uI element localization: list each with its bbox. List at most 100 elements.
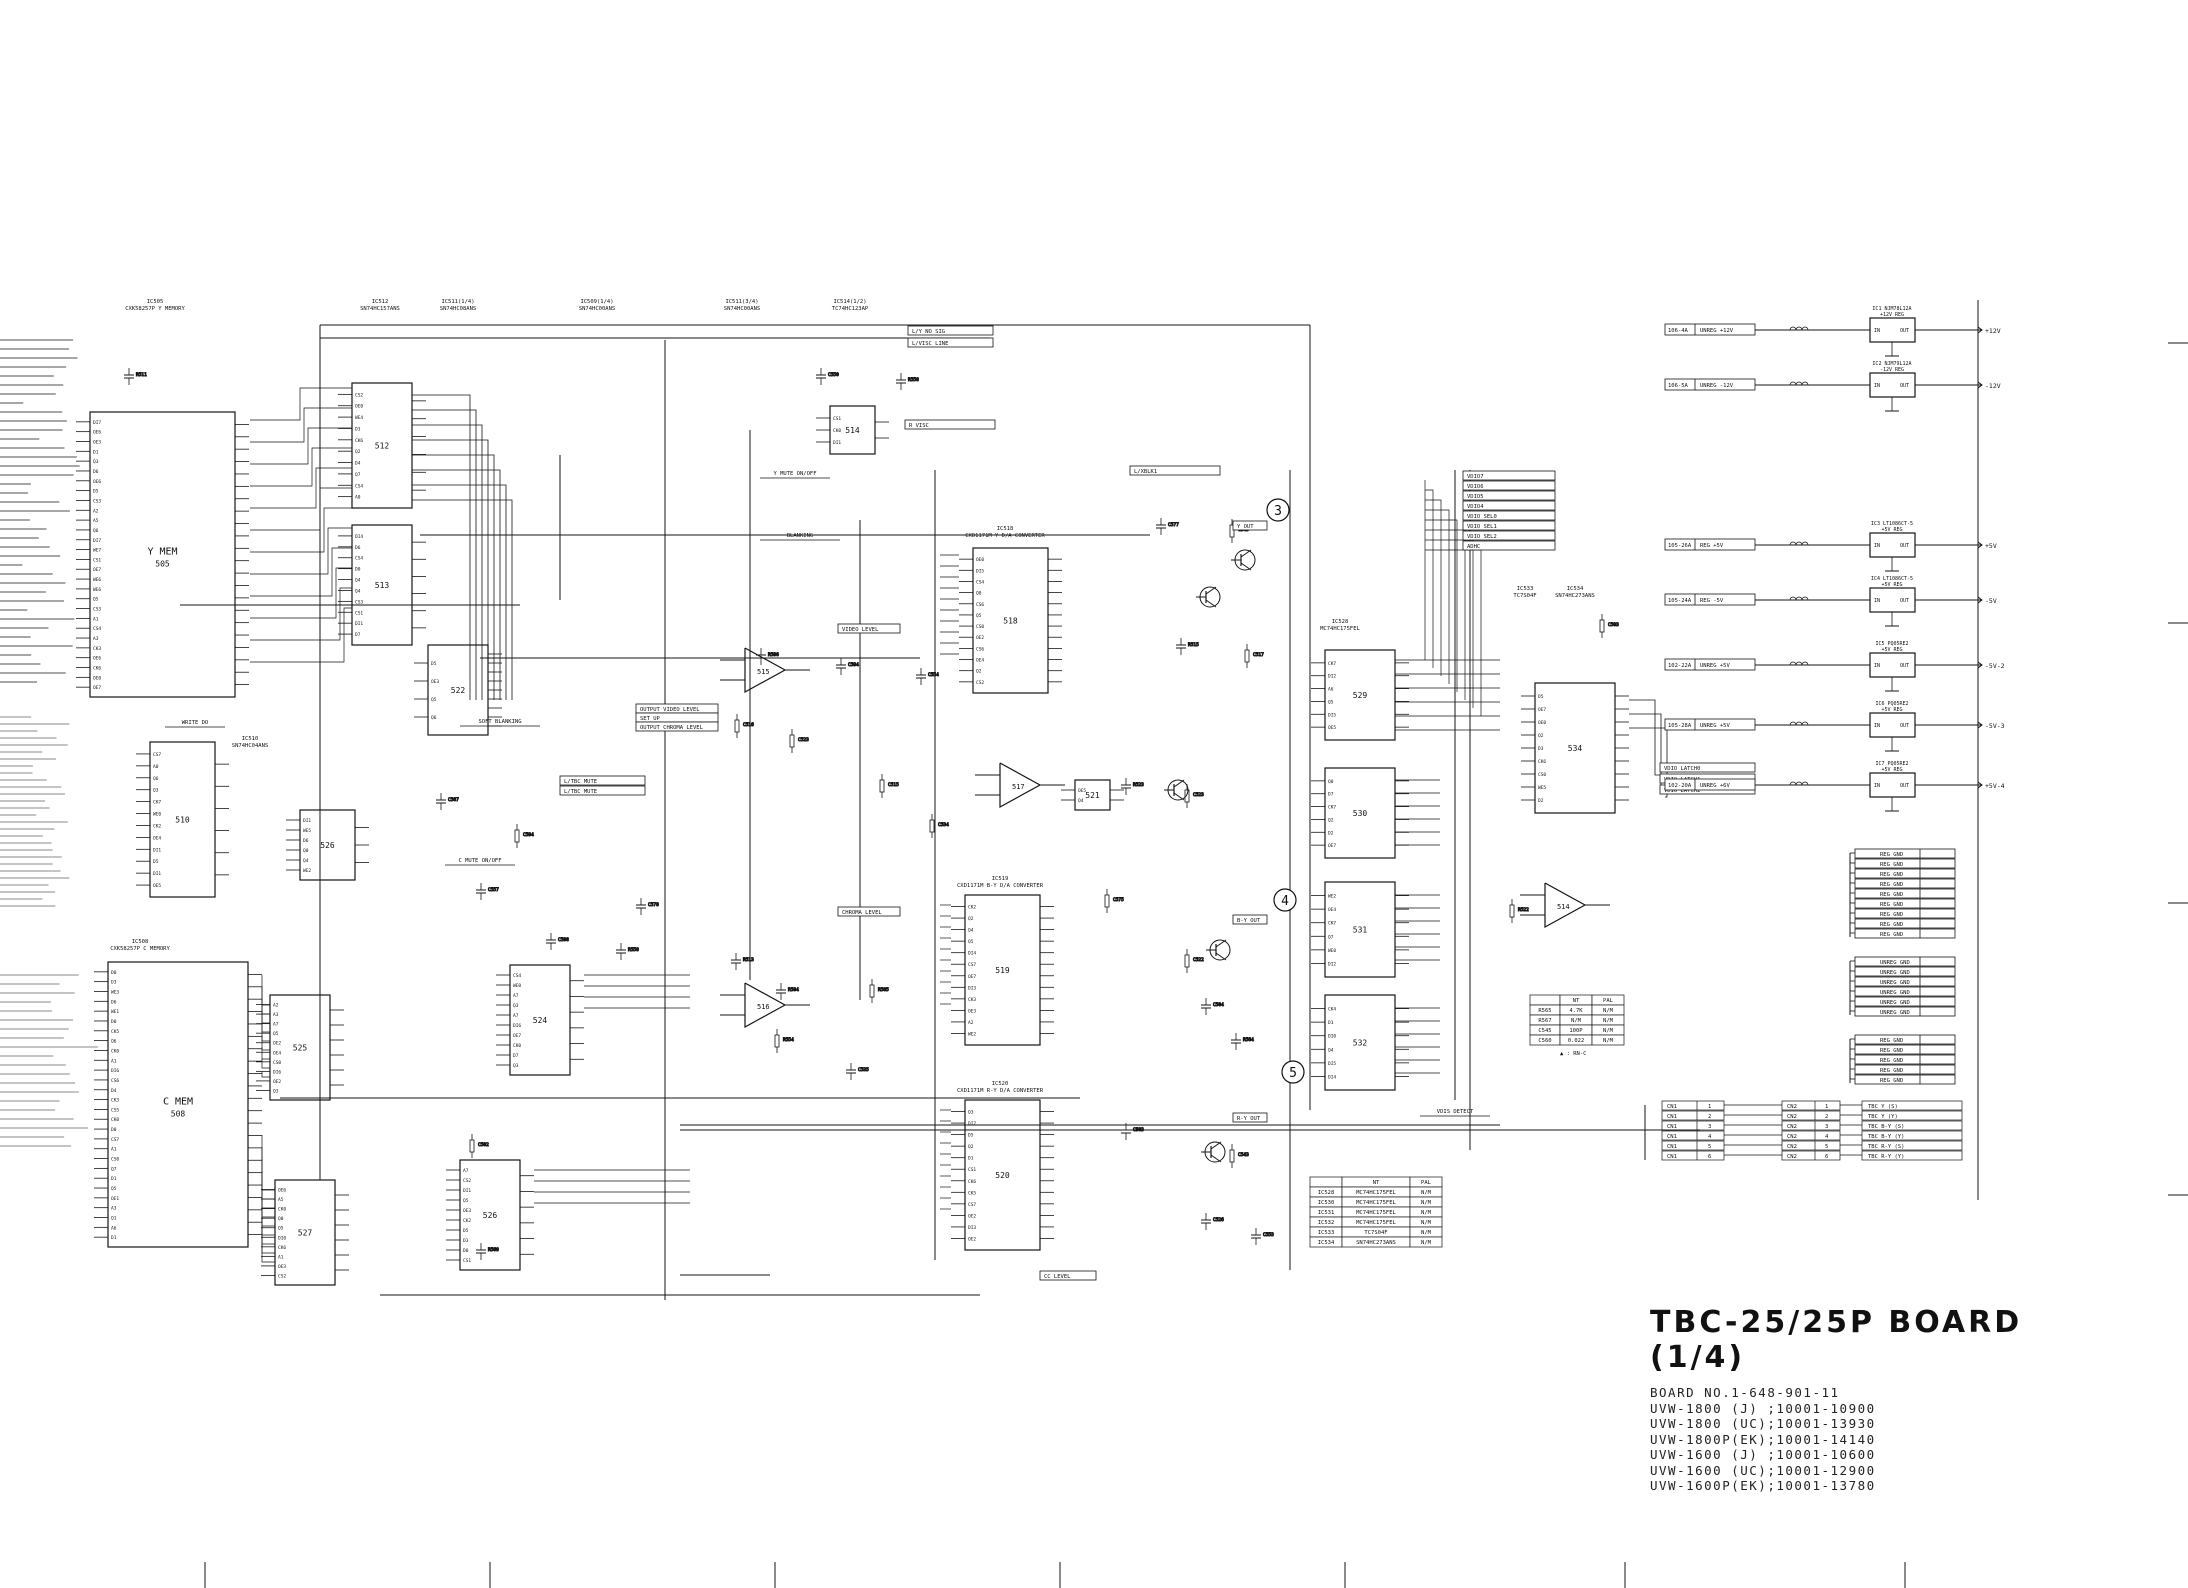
pin-name: Q0	[303, 848, 309, 854]
ic-part: SN74HC08ANS	[440, 306, 476, 312]
table-text: N/M	[1603, 1008, 1614, 1014]
gnd-box	[1854, 966, 1956, 977]
pin-name: DI7	[93, 420, 101, 426]
pin-name: CS7	[111, 1137, 119, 1143]
pin-name: A7	[513, 1013, 519, 1019]
gnd-row: REG GND	[1850, 908, 1956, 919]
pin-name: OE3	[968, 1008, 976, 1014]
pin-name: OE5	[1078, 788, 1086, 794]
ic-ref: IC528	[1332, 619, 1349, 625]
ic-caption: IC509(1/4)SN74HC00ANS	[579, 299, 615, 312]
table-text: NT	[1573, 998, 1580, 1004]
chip-body	[351, 524, 413, 646]
pin-name: D0	[111, 1019, 117, 1025]
connector-pin: 3	[1825, 1124, 1828, 1130]
resistor	[1509, 904, 1515, 918]
passive: R511	[124, 368, 148, 385]
wire	[261, 1219, 275, 1254]
signal-name: Y MUTE ON/OFF	[773, 471, 816, 477]
wire	[1425, 549, 1482, 716]
connector-pin: 1	[1825, 1104, 1828, 1110]
wire	[261, 999, 270, 1024]
signal-name: TBC Y (Y)	[1868, 1114, 1898, 1120]
regulator-ic: IC4 LT1086CT-5	[1871, 576, 1913, 582]
ic-ref: IC508	[132, 939, 149, 945]
table-text: 0.022	[1568, 1038, 1585, 1044]
signal-name: VDIO4	[1467, 504, 1484, 510]
signal-label: B-Y OUT	[1232, 914, 1268, 925]
regulator-ic: IC7 PQ05RE2	[1875, 761, 1908, 767]
board-line: UVW-1600 (UC);10001-12900	[1650, 1462, 1876, 1478]
pin-name: OE3	[93, 439, 101, 445]
pin-name: Q5	[463, 1198, 469, 1204]
regulator-body	[1869, 772, 1916, 798]
passive: R515	[1176, 638, 1200, 655]
table-cell	[1591, 1034, 1625, 1046]
chip-number: 520	[995, 1171, 1010, 1180]
pin-name: D0	[111, 1127, 117, 1133]
passive: R569	[476, 1243, 500, 1260]
ref-designator: R554	[783, 1037, 794, 1043]
table-cell	[1309, 1176, 1343, 1188]
ic-caption: IC511(1/4)SN74HC08ANS	[440, 299, 476, 312]
pin-name: DI1	[303, 818, 311, 824]
pin-name: OE7	[1328, 843, 1336, 849]
cn2-box	[1781, 1150, 1841, 1161]
inductor	[1801, 661, 1809, 666]
signal-name: VDIO6	[1467, 484, 1484, 490]
pin-name: Q3	[93, 459, 99, 465]
signal-label: OUTPUT VIDEO LEVEL	[635, 703, 719, 714]
transistor	[1201, 1141, 1226, 1163]
test-point-circle	[1273, 888, 1297, 912]
chip-label: Y MEM	[147, 547, 177, 558]
wire	[1425, 489, 1434, 668]
net-name: REG GND	[1880, 912, 1903, 918]
wire	[250, 527, 352, 575]
net-name: REG GND	[1880, 852, 1903, 858]
pin-name: Q2	[968, 1144, 974, 1150]
net-name: REG -5V	[1700, 598, 1724, 604]
connector-pin: 3	[1708, 1124, 1711, 1130]
chip-number: 525	[293, 1044, 308, 1053]
table-text: IC528	[1318, 1190, 1335, 1196]
signal-box	[1232, 520, 1268, 531]
chip-number: 514	[1557, 903, 1570, 911]
pin-name: D6	[303, 838, 309, 844]
signal-label: VDIS DETECT	[1420, 1109, 1490, 1117]
ref-designator: C594	[848, 662, 859, 668]
pin-name: OE3	[431, 679, 439, 685]
wire	[1215, 952, 1227, 961]
signal-name: BLANKING	[787, 533, 814, 539]
signal-label: WRITE DO	[165, 720, 225, 728]
gnd-row: UNREG GND	[1850, 966, 1956, 977]
resistor	[774, 1034, 780, 1048]
pin-name: OE7	[93, 685, 101, 691]
pin-name: Q6	[93, 528, 99, 534]
signal-box	[1659, 762, 1756, 773]
signal-box	[1861, 1100, 1963, 1111]
signal-box	[1232, 914, 1268, 925]
table-text: N/M	[1421, 1210, 1432, 1216]
pin-name: Q3	[153, 788, 159, 794]
arrow	[1977, 541, 1983, 549]
pin-name: OE2	[976, 635, 984, 641]
wire	[250, 547, 352, 597]
signal-name: L/VISC LINE	[912, 341, 948, 347]
pin-name: DI3	[968, 985, 976, 991]
board-line: UVW-1600 (J) ;10001-10600	[1650, 1447, 1876, 1462]
chip-number: 526	[483, 1211, 498, 1220]
board-line: BOARD NO.1-648-901-11	[1650, 1385, 1840, 1400]
pin-name: CS2	[278, 1273, 286, 1279]
pin-name: CK0	[833, 428, 841, 434]
signal-box	[1462, 490, 1556, 501]
chip-number: 526	[320, 841, 335, 850]
